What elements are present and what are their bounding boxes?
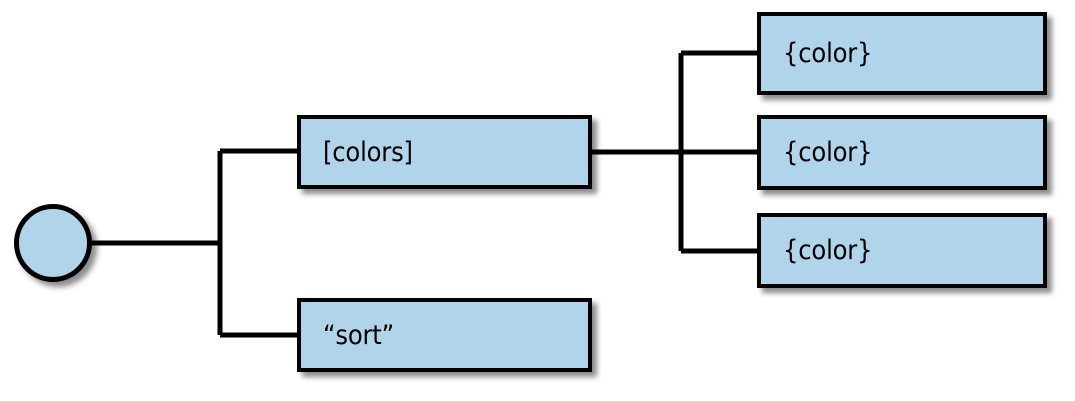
node-colors-array[interactable]: [colors] <box>297 115 592 189</box>
node-color-3-label: {color} <box>783 235 873 266</box>
node-sort-string-label: “sort” <box>323 319 394 351</box>
node-color-2-label: {color} <box>783 137 873 168</box>
node-color-1-label: {color} <box>783 38 873 69</box>
node-colors-array-label: [colors] <box>323 136 413 168</box>
node-root-circle[interactable] <box>14 204 92 282</box>
node-color-2[interactable]: {color} <box>757 115 1047 190</box>
node-color-1[interactable]: {color} <box>757 12 1047 95</box>
node-color-3[interactable]: {color} <box>757 213 1047 288</box>
node-sort-string[interactable]: “sort” <box>297 298 592 372</box>
